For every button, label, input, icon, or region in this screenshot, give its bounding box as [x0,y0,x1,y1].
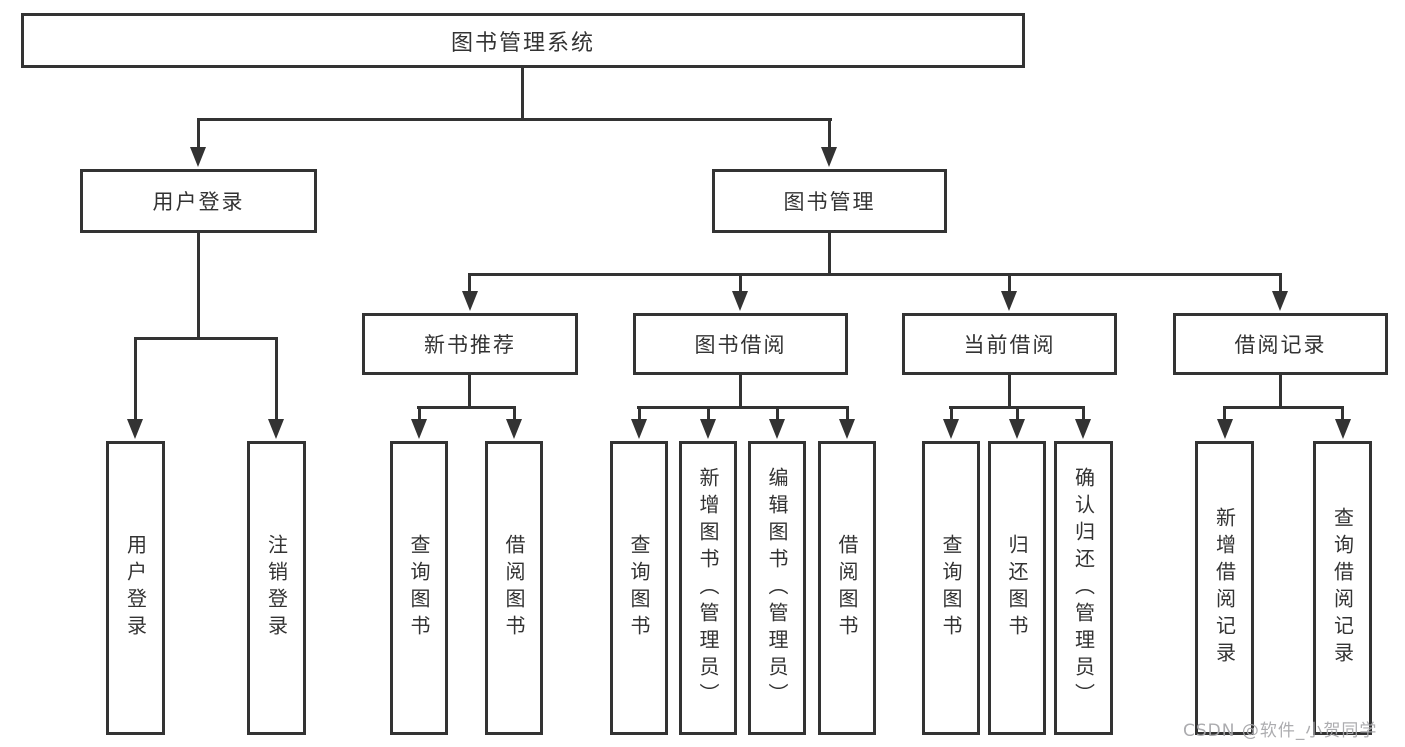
connector-line [417,406,516,409]
arrow-down-icon [1335,419,1351,439]
node-label: 借阅图书 [502,534,526,642]
arrow-down-icon [268,419,284,439]
node-borrow-records: 借阅记录 [1173,313,1388,375]
node-label: 图书管理 [783,190,876,214]
connector-line [134,337,278,340]
node-book-management: 图书管理 [712,169,947,233]
leaf-query-books-borrow: 查询图书 [610,441,668,735]
leaf-confirm-return-admin: 确认归还（管理员） [1054,441,1113,735]
node-label: 用户登录 [152,190,245,214]
connector-line [1082,406,1085,421]
connector-line [418,406,421,421]
node-new-book-recommend: 新书推荐 [362,313,578,375]
node-current-borrow: 当前借阅 [902,313,1117,375]
leaf-add-borrow-record: 新增借阅记录 [1195,441,1254,735]
connector-line [275,337,278,421]
arrow-down-icon [821,147,837,167]
node-label: 图书借阅 [694,333,787,357]
arrow-down-icon [462,291,478,311]
node-label: 用户登录 [123,534,148,642]
leaf-edit-book-admin: 编辑图书（管理员） [748,441,806,735]
arrow-down-icon [1272,291,1288,311]
connector-line [468,273,1282,276]
arrow-down-icon [700,419,716,439]
arrow-down-icon [1075,419,1091,439]
connector-line [1341,406,1344,421]
connector-line [739,375,742,406]
leaf-borrow-books: 借阅图书 [818,441,876,735]
node-label: 查询图书 [407,534,431,642]
arrow-down-icon [506,419,522,439]
node-label: 确认归还（管理员） [1071,466,1096,710]
node-book-borrow: 图书借阅 [633,313,848,375]
node-label: 编辑图书（管理员） [765,466,789,710]
arrow-down-icon [127,419,143,439]
leaf-logout: 注销登录 [247,441,306,735]
connector-line [134,337,137,421]
connector-line [846,406,849,421]
connector-line [513,406,516,421]
connector-line [197,118,832,121]
leaf-add-book-admin: 新增图书（管理员） [679,441,737,735]
connector-line [197,233,200,337]
arrow-down-icon [943,419,959,439]
node-user-login: 用户登录 [80,169,317,233]
leaf-query-books-current: 查询图书 [922,441,980,735]
arrow-down-icon [839,419,855,439]
connector-line [1008,273,1011,293]
connector-line [1279,375,1282,406]
leaf-return-book: 归还图书 [988,441,1046,735]
node-label: 查询图书 [627,534,651,642]
connector-line [637,406,849,409]
connector-line [468,375,471,406]
connector-line [1279,273,1282,293]
connector-line [739,273,742,293]
connector-line [1016,406,1019,421]
connector-line [1223,406,1344,409]
leaf-user-login: 用户登录 [106,441,165,735]
arrow-down-icon [732,291,748,311]
node-label: 当前借阅 [963,333,1056,357]
arrow-down-icon [1217,419,1233,439]
node-label: 注销登录 [264,534,289,642]
node-library-system: 图书管理系统 [21,13,1025,68]
leaf-query-borrow-record: 查询借阅记录 [1313,441,1372,735]
node-label: 借阅图书 [835,534,859,642]
arrow-down-icon [631,419,647,439]
arrow-down-icon [190,147,206,167]
node-label: 图书管理系统 [450,30,595,56]
node-label: 归还图书 [1005,534,1029,642]
node-label: 新书推荐 [424,333,516,357]
connector-line [1008,375,1011,406]
connector-line [1223,406,1226,421]
arrow-down-icon [769,419,785,439]
arrow-down-icon [1001,291,1017,311]
leaf-query-books-recommend: 查询图书 [390,441,448,735]
arrow-down-icon [411,419,427,439]
node-label: 借阅记录 [1234,333,1327,357]
node-label: 新增图书（管理员） [696,466,720,710]
arrow-down-icon [1009,419,1025,439]
connector-line [828,233,831,273]
node-label: 新增借阅记录 [1212,507,1237,669]
connector-line [638,406,641,421]
watermark-text: CSDN @软件_小贺同学 [1183,721,1378,741]
leaf-borrow-books-recommend: 借阅图书 [485,441,543,735]
connector-line [468,273,471,293]
node-label: 查询借阅记录 [1330,507,1355,669]
connector-line [707,406,710,421]
connector-line [776,406,779,421]
connector-line [828,118,831,149]
connector-line [197,118,200,149]
connector-line [521,68,524,118]
connector-line [950,406,953,421]
node-label: 查询图书 [939,534,963,642]
